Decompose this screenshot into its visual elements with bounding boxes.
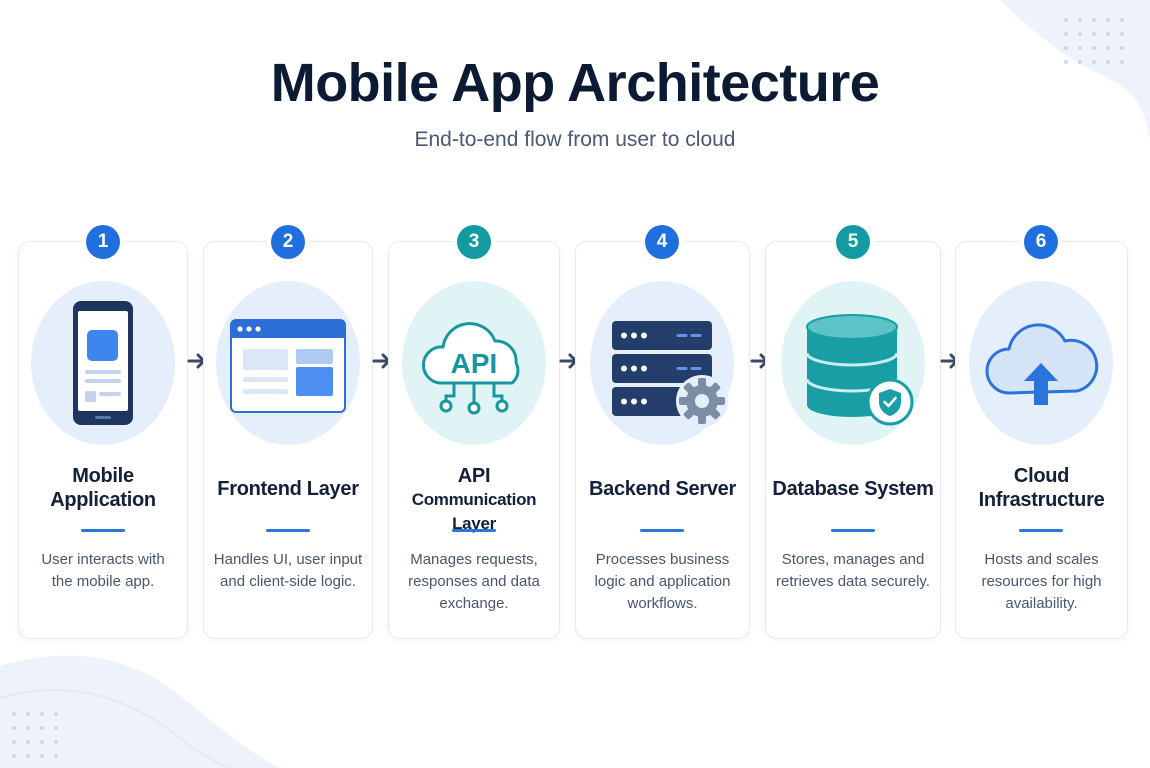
description-line: Manages requests, [410, 551, 538, 568]
description-line: exchange. [439, 595, 509, 612]
description-line: resources for high [981, 573, 1102, 590]
api-cloud-icon: API [421, 322, 520, 415]
smartphone-icon [73, 301, 133, 425]
step-number-badge: 6 [1024, 225, 1058, 259]
step-number-badge: 4 [645, 225, 679, 259]
step-title-line: Mobile [72, 465, 134, 487]
step-divider [1019, 529, 1063, 532]
step-divider [81, 529, 125, 532]
icon-circle [590, 281, 734, 445]
icon-circle [781, 281, 925, 445]
description-line: Stores, manages and [781, 551, 925, 568]
description-line: responses and data [408, 573, 540, 590]
step-title-line: Database System [772, 478, 934, 500]
step-title-line: Communication Layer [411, 490, 537, 533]
step-description: Manages requests, responses and data exc… [388, 549, 560, 615]
step-title: Database System [765, 477, 941, 501]
step-number-badge: 1 [86, 225, 120, 259]
step-divider [266, 529, 310, 532]
step-divider [452, 529, 496, 532]
description-line: Processes business [595, 551, 730, 568]
step-description: User interacts with the mobile app. [18, 549, 188, 593]
icon-circle: API [402, 281, 546, 445]
icon-circle [216, 281, 360, 445]
description-line: logic and application [594, 573, 731, 590]
server-gear-icon [612, 321, 728, 427]
step-title: Mobile Application [18, 464, 188, 512]
step-number-badge: 2 [271, 225, 305, 259]
step-title: API Communication Layer [388, 464, 560, 536]
step-number-badge: 5 [836, 225, 870, 259]
corner-decoration-bottom-left [0, 655, 280, 768]
step-description: Hosts and scales resources for high avai… [955, 549, 1128, 615]
step-title-line: Cloud [1013, 465, 1070, 487]
browser-window-icon [230, 319, 346, 413]
description-line: workflows. [627, 595, 698, 612]
api-icon-text: API [451, 348, 498, 379]
step-title-line: Infrastructure [978, 489, 1105, 511]
page-title: Mobile App Architecture [270, 53, 880, 113]
description-line: User interacts with [41, 551, 165, 568]
database-shield-icon [805, 314, 914, 426]
description-line: Handles UI, user input [213, 551, 363, 568]
step-divider [831, 529, 875, 532]
step-title: Frontend Layer [203, 477, 373, 501]
step-number-badge: 3 [457, 225, 491, 259]
step-title-line: Backend Server [588, 478, 736, 500]
icon-circle [969, 281, 1113, 445]
step-title: Cloud Infrastructure [955, 464, 1128, 512]
step-description: Stores, manages and retrieves data secur… [765, 549, 941, 593]
description-line: the mobile app. [51, 573, 155, 590]
step-title-line: Application [50, 489, 156, 511]
icon-circle [31, 281, 175, 445]
description-line: Hosts and scales [984, 551, 1099, 568]
description-line: retrieves data securely. [776, 573, 930, 590]
step-title-line: API [457, 465, 491, 487]
page-subtitle: End-to-end flow from user to cloud [414, 128, 736, 151]
step-title: Backend Server [575, 477, 750, 501]
step-divider [640, 529, 684, 532]
cloud-upload-icon [985, 323, 1099, 405]
step-title-line: Frontend Layer [217, 478, 359, 500]
step-description: Processes business logic and application… [575, 549, 750, 615]
step-description: Handles UI, user input and client-side l… [203, 549, 373, 593]
description-line: availability. [1005, 595, 1078, 612]
description-line: and client-side logic. [220, 573, 356, 590]
